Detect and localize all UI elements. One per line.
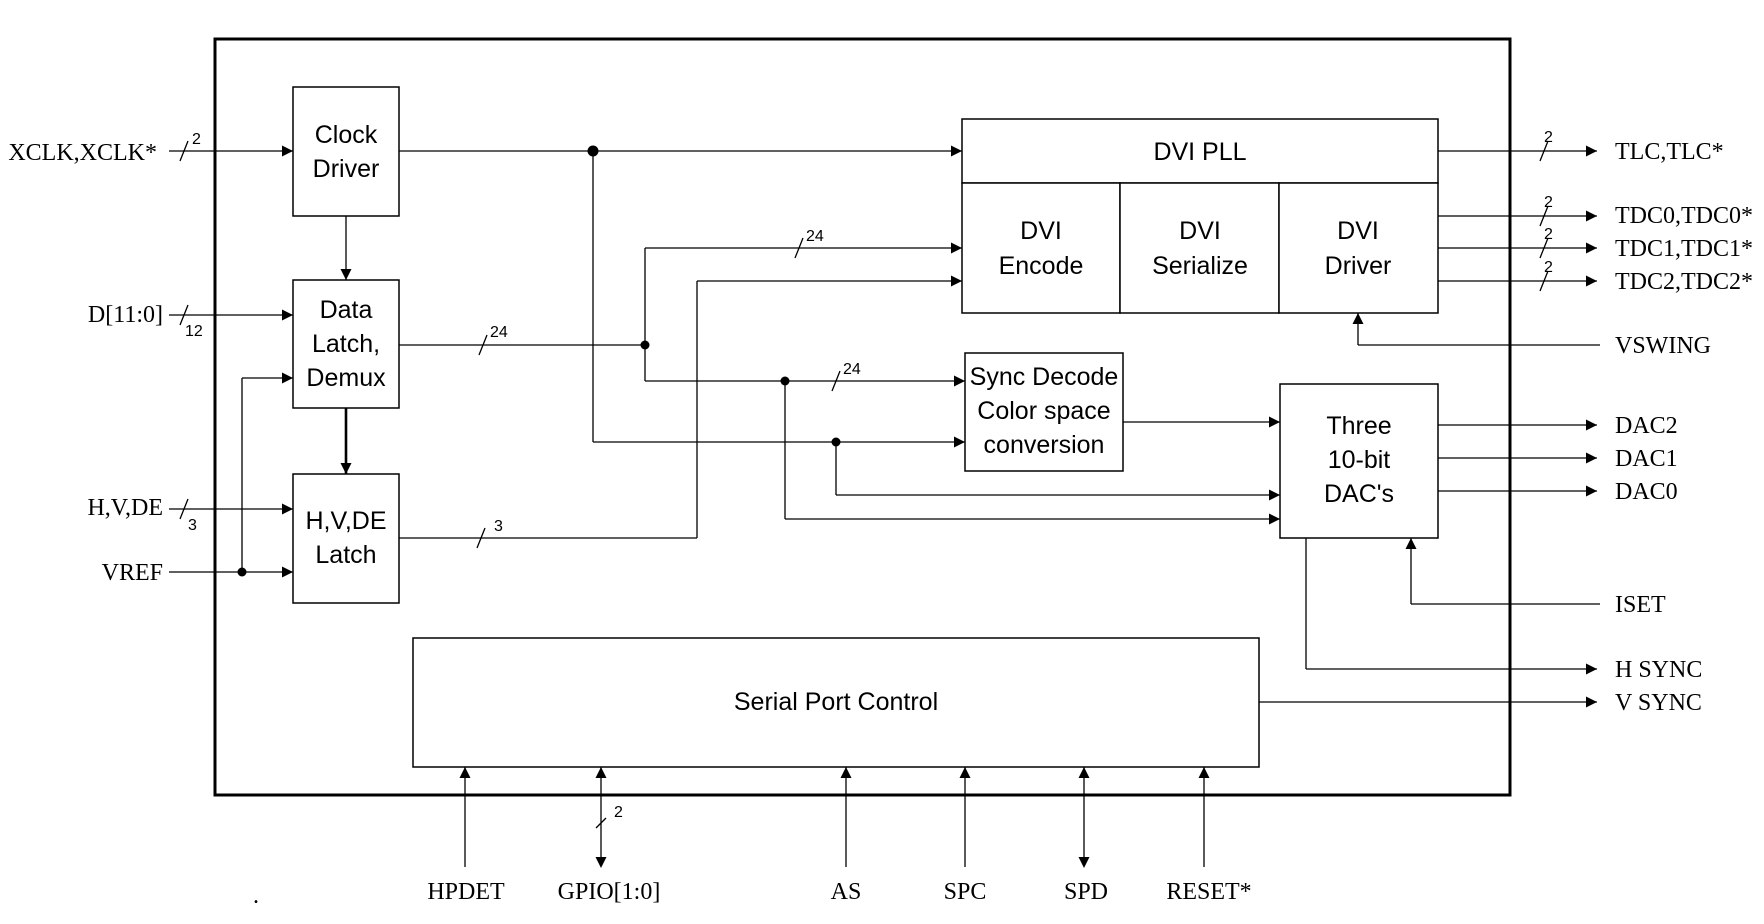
xclk-bus-width: 2	[192, 131, 201, 148]
data-latch-line1: Data	[320, 296, 373, 324]
tlc-bus-width: 2	[1544, 129, 1553, 146]
hsync-pin-label: H SYNC	[1615, 657, 1702, 683]
sync-tap-to-dac	[780, 376, 1280, 525]
tdc0-output-line	[1438, 205, 1597, 227]
clock-driver-line2: Driver	[313, 155, 380, 183]
d-pin-label: D[11:0]	[88, 302, 163, 328]
dvi-encode-block	[961, 182, 1121, 314]
tlc-pin-label: TLC,TLC*	[1615, 139, 1724, 165]
tdc1-output-line	[1438, 237, 1597, 259]
dac-block	[1279, 383, 1439, 539]
serial-port-control-label: Serial Port Control	[734, 688, 938, 716]
sync-decode-line3: conversion	[984, 431, 1105, 459]
xclk-input-line	[169, 140, 293, 162]
sync-decode-line2: Color space	[977, 397, 1110, 425]
hvde-latch-line1: H,V,DE	[305, 507, 386, 535]
dac0-pin-label: DAC0	[1615, 479, 1678, 505]
dvi-driver-block	[1278, 182, 1439, 314]
data-bus-24	[399, 237, 965, 392]
sync-decode-line1: Sync Decode	[970, 363, 1119, 391]
dvi-driver-line1: DVI	[1337, 217, 1379, 245]
hsync-output-line	[1305, 538, 1597, 675]
d-input-line	[169, 304, 293, 326]
dac1-pin-label: DAC1	[1615, 446, 1678, 472]
sync-decode-block	[964, 352, 1124, 472]
dvi-serialize-line2: Serialize	[1152, 252, 1248, 280]
tlc-output-line	[1438, 140, 1597, 162]
dvi-serialize-block	[1119, 182, 1280, 314]
hvde-latch-block	[292, 473, 400, 604]
dvi-encode-line1: DVI	[1020, 217, 1062, 245]
vswing-input-line	[1352, 313, 1600, 346]
serial-port-control-block	[412, 637, 1260, 768]
data-latch-line2: Latch,	[312, 330, 380, 358]
vsync-pin-label: V SYNC	[1615, 690, 1702, 716]
clock-driver-line1: Clock	[315, 121, 378, 149]
data-latch-line3: Demux	[306, 364, 386, 392]
hpdet-pin-label: HPDET	[427, 879, 505, 905]
footnote-dot: .	[253, 883, 259, 909]
iset-pin-label: ISET	[1615, 592, 1666, 618]
tdc1-bus-width: 2	[1544, 226, 1553, 243]
dvi-driver-line2: Driver	[1325, 252, 1392, 280]
vref-pin-label: VREF	[102, 560, 163, 586]
gpio-bus-width: 2	[614, 804, 623, 821]
clock-driver-block	[292, 86, 400, 217]
dvi-encode-line2: Encode	[999, 252, 1084, 280]
vref-input-line	[169, 372, 293, 578]
dvi-pll-label: DVI PLL	[1153, 138, 1246, 166]
as-pin-label: AS	[831, 879, 862, 905]
iset-input-line	[1405, 538, 1600, 605]
vswing-pin-label: VSWING	[1615, 333, 1711, 359]
tdc2-pin-label: TDC2,TDC2*	[1615, 269, 1753, 295]
data-out-bus-width: 24	[490, 324, 508, 341]
encode-in-bus-width: 24	[806, 228, 824, 245]
hvde-latch-line2: Latch	[315, 541, 376, 569]
gpio-bidir-line	[595, 767, 607, 868]
spc-pin-label: SPC	[944, 879, 987, 905]
tdc2-output-line	[1438, 270, 1597, 292]
dvi-serialize-line1: DVI	[1179, 217, 1221, 245]
gpio-pin-label: GPIO[1:0]	[558, 879, 661, 905]
dac2-pin-label: DAC2	[1615, 413, 1678, 439]
dac-line1: Three	[1326, 412, 1391, 440]
latch-bus-3	[399, 275, 962, 549]
chip-outline	[213, 37, 1512, 797]
tdc0-pin-label: TDC0,TDC0*	[1615, 203, 1753, 229]
dvi-pll-block	[961, 118, 1439, 184]
hvde-pin-label: H,V,DE	[87, 495, 163, 521]
hvde-input-line	[169, 498, 293, 520]
tdc0-bus-width: 2	[1544, 194, 1553, 211]
tdc2-bus-width: 2	[1544, 259, 1553, 276]
reset-pin-label: RESET*	[1166, 879, 1251, 905]
hvde-bus-width: 3	[188, 517, 197, 534]
tdc1-pin-label: TDC1,TDC1*	[1615, 236, 1753, 262]
d-bus-width: 12	[185, 323, 203, 340]
clock-tap-to-dac	[831, 437, 1280, 501]
clock-bus	[399, 145, 965, 448]
dac-line3: DAC's	[1324, 480, 1394, 508]
sync-in-bus-width: 24	[843, 361, 861, 378]
dac-line2: 10-bit	[1328, 446, 1391, 474]
xclk-pin-label: XCLK,XCLK*	[8, 140, 157, 166]
spd-pin-label: SPD	[1064, 879, 1108, 905]
latch-out-bus-width: 3	[494, 518, 503, 535]
